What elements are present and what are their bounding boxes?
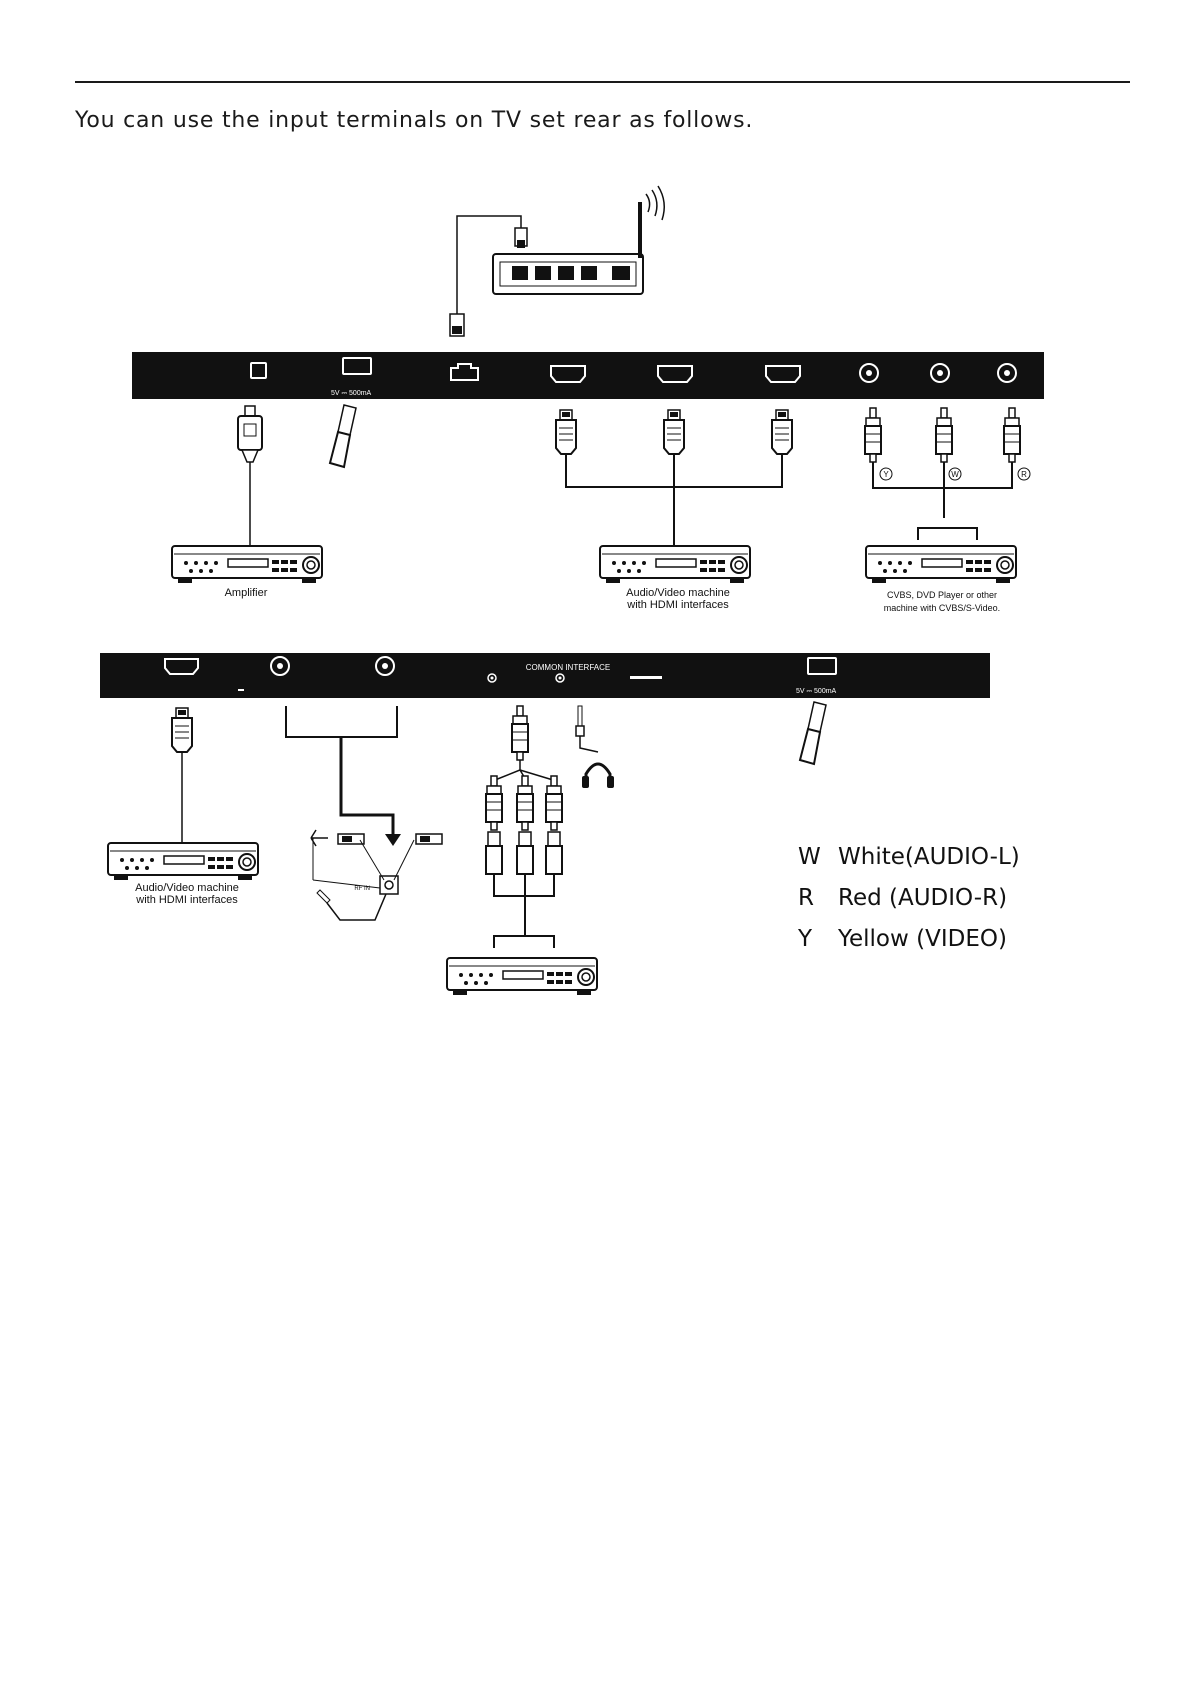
ci-slot — [630, 676, 662, 679]
antenna-jack-2 — [375, 656, 395, 676]
av-machine — [446, 957, 598, 996]
hdmi-av-machine — [599, 545, 751, 584]
y-cable-mark: Y — [883, 470, 889, 479]
intro-text: You can use the input terminals on TV se… — [75, 108, 754, 133]
cvbs-machine — [865, 545, 1017, 584]
usb-port-2 — [807, 657, 837, 675]
hdmi-port-3 — [765, 365, 801, 383]
hdmi-machine2-label-1: Audio/Video machine — [135, 882, 239, 894]
av-in-jack — [487, 673, 497, 683]
lan-port — [450, 363, 479, 381]
rf-in-label: RF IN — [354, 886, 370, 892]
usb-rating-label-2: 5V ⎓ 500mA — [796, 688, 837, 695]
rear-panel-top: 5V ⎓ 500mA — [132, 352, 1044, 399]
hdmi-machine-label-2: with HDMI interfaces — [626, 599, 729, 611]
rear-panel-bottom: COMMON INTERFACE 5V ⎓ 500mA — [100, 653, 990, 698]
legend-row-r: R Red (AUDIO-R) — [798, 877, 1020, 918]
av-in-cable — [485, 705, 563, 948]
legend-text: White(AUDIO-L) — [838, 843, 1020, 870]
rca-jack-w — [930, 363, 950, 383]
antenna-cable — [285, 706, 401, 846]
headphone-icon — [575, 705, 614, 788]
cvbs-label-2: machine with CVBS/S-Video. — [884, 603, 1000, 613]
antenna-splitter: RF IN — [310, 829, 443, 921]
common-interface-label: COMMON INTERFACE — [526, 663, 610, 672]
usb-rating-label: 5V ⎓ 500mA — [331, 390, 372, 397]
usb-port — [342, 357, 372, 375]
optical-port — [250, 362, 267, 379]
rca-jack-r — [997, 363, 1017, 383]
hdmi-av-machine-2 — [107, 842, 259, 881]
hdmi-machine2-label-2: with HDMI interfaces — [135, 894, 238, 906]
rca-cables-top: Y W R — [864, 407, 1031, 540]
w-cable-mark: W — [951, 470, 959, 479]
hdmi-cable-bottom — [171, 707, 193, 842]
antenna-jack-1 — [270, 656, 290, 676]
top-rule — [75, 81, 1130, 83]
optical-cable — [237, 405, 263, 545]
amplifier-device — [171, 545, 323, 584]
legend-row-y: Y Yellow (VIDEO) — [798, 918, 1020, 959]
usb-stick-bottom — [799, 701, 827, 765]
hdmi-machine-label-1: Audio/Video machine — [626, 587, 730, 599]
legend-text: Yellow (VIDEO) — [838, 925, 1007, 952]
router — [449, 185, 665, 337]
legend-key: W — [798, 843, 821, 870]
legend-text: Red (AUDIO-R) — [838, 884, 1008, 911]
hdmi-port-2 — [657, 365, 693, 383]
earphone-jack — [555, 673, 565, 683]
legend-key: R — [798, 884, 814, 911]
cvbs-label-1: CVBS, DVD Player or other — [887, 590, 997, 600]
legend-key: Y — [798, 925, 813, 952]
usb-stick-top — [329, 404, 357, 468]
amplifier-label: Amplifier — [225, 587, 268, 599]
cable-color-legend: W White(AUDIO-L) R Red (AUDIO-R) Y Yello… — [798, 836, 1020, 959]
r-cable-mark: R — [1021, 470, 1027, 479]
rca-jack-y — [859, 363, 879, 383]
legend-row-w: W White(AUDIO-L) — [798, 836, 1020, 877]
hdmi-cables-top — [555, 409, 793, 545]
hdmi-port-4 — [164, 658, 199, 675]
hdmi-port-1 — [550, 365, 586, 383]
